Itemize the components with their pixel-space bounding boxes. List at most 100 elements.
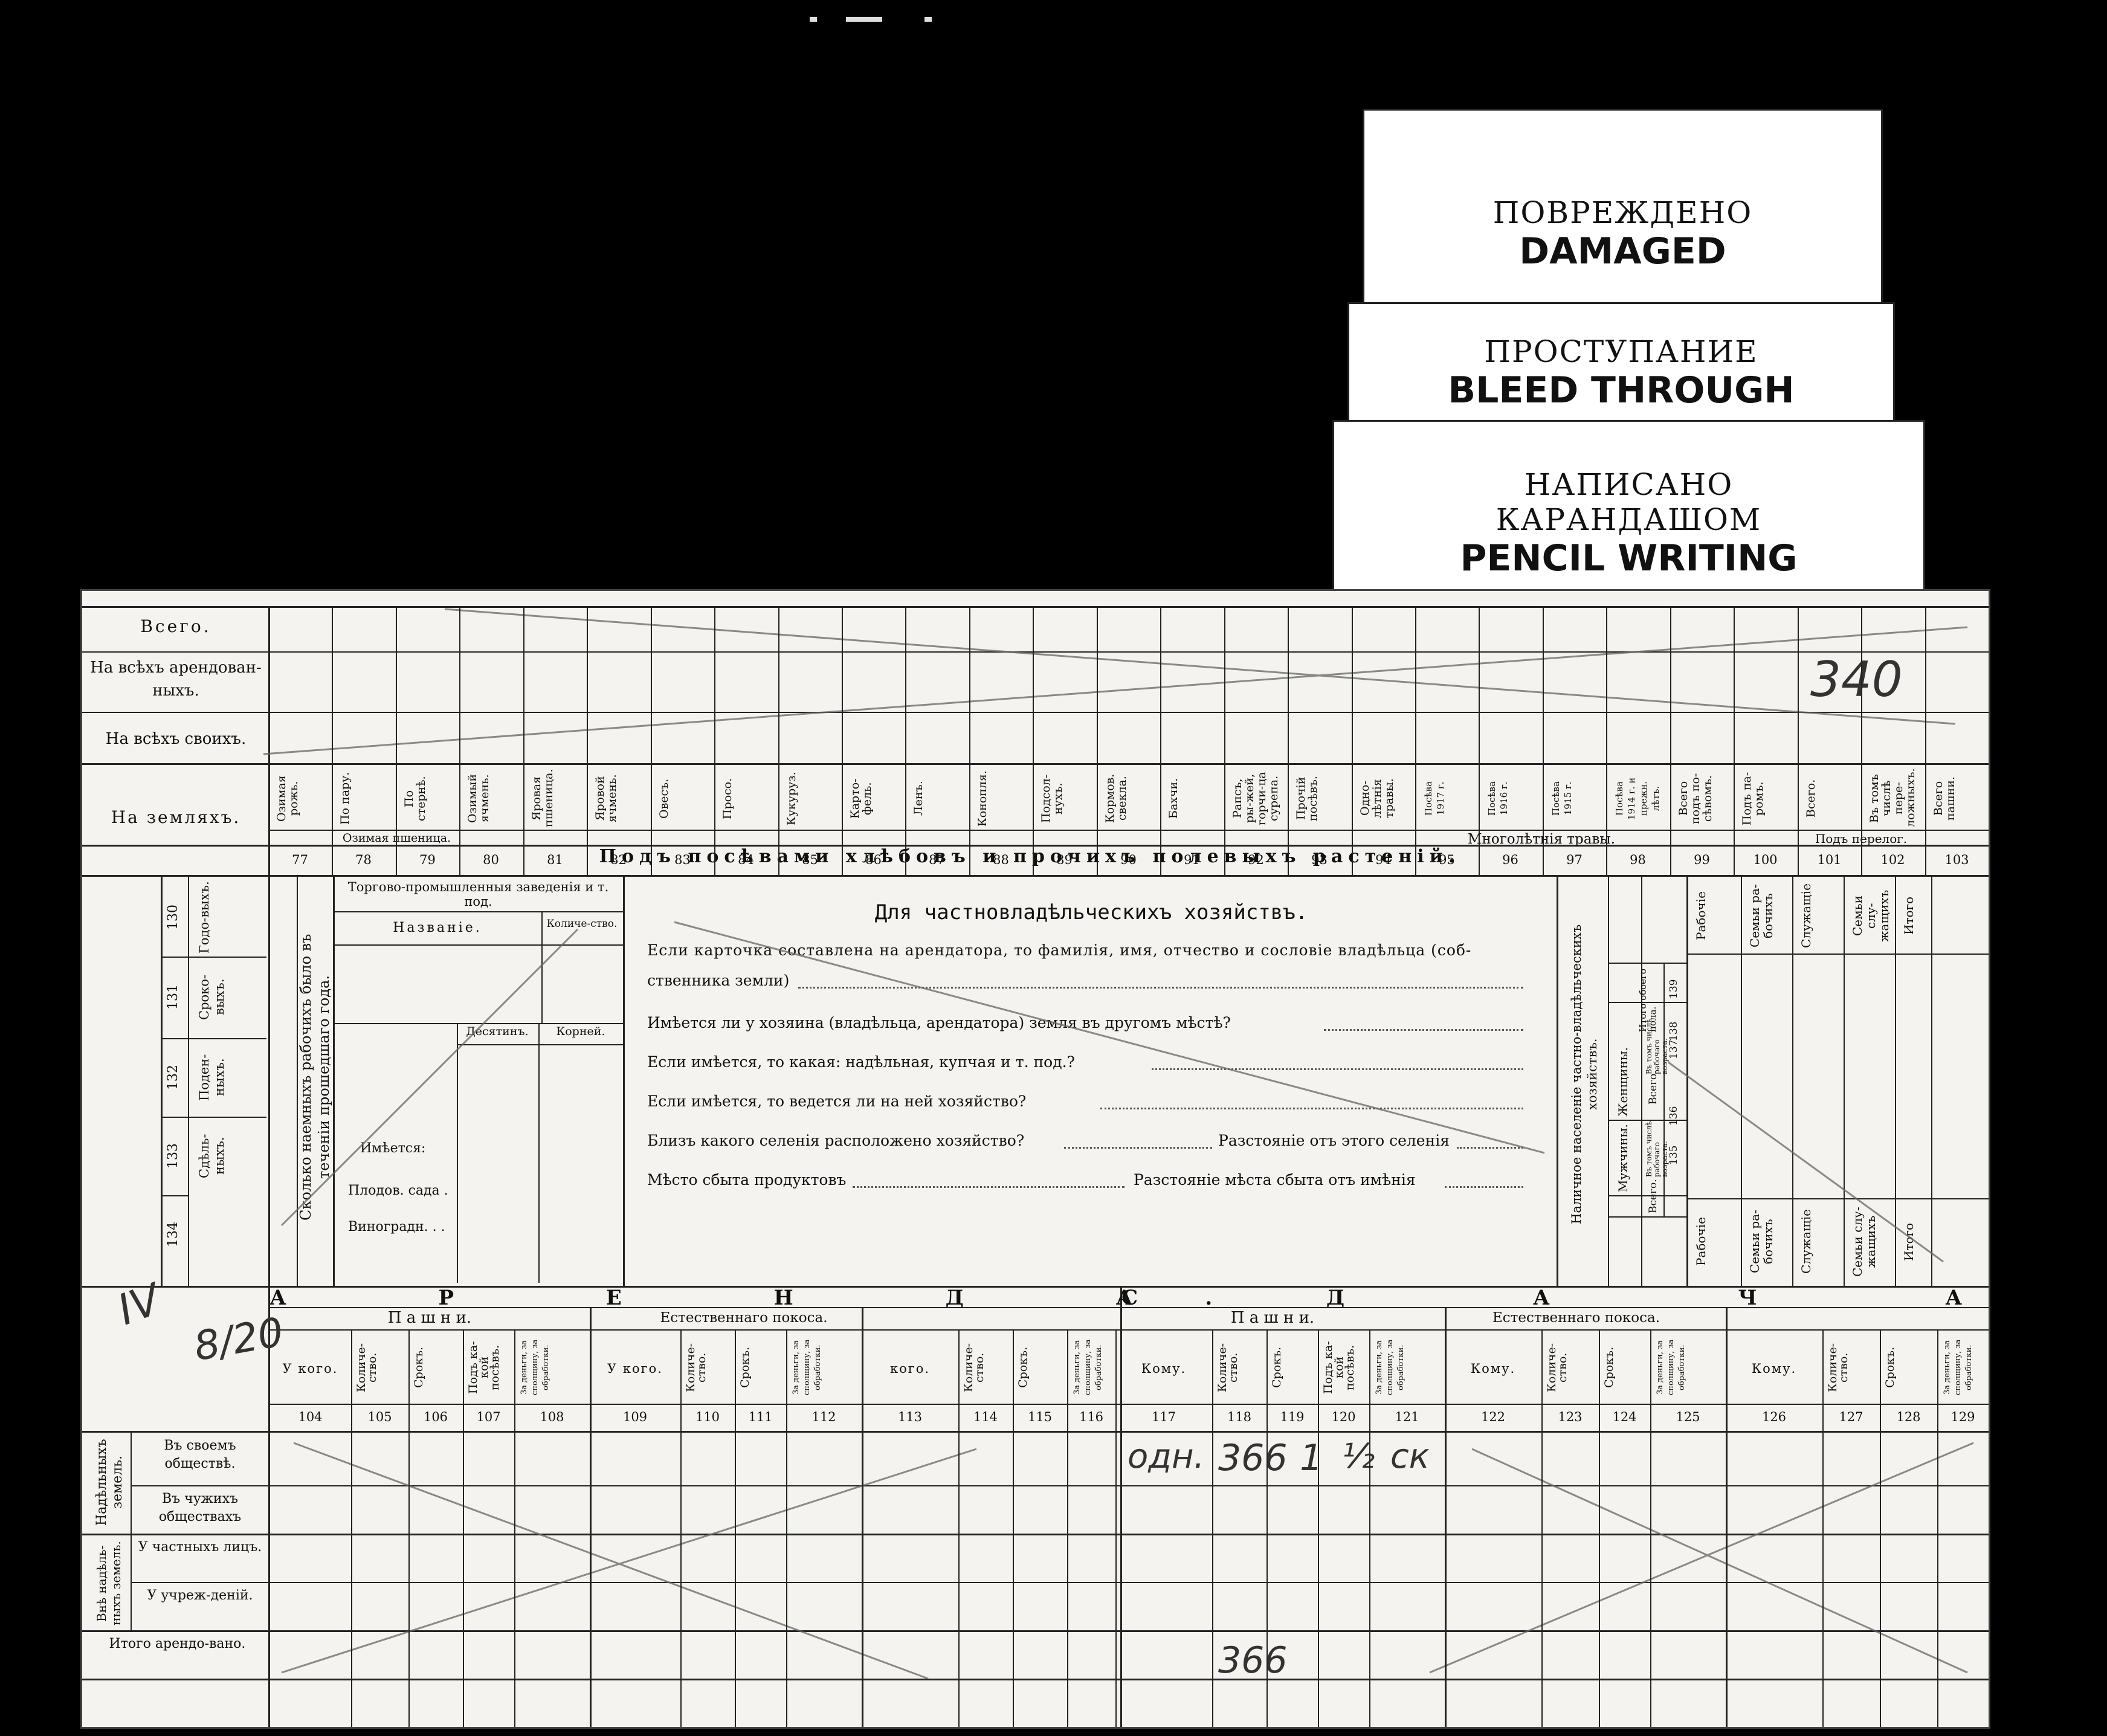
- question-3: Если имѣется, то какая: надѣльная, купча…: [647, 1053, 1075, 1071]
- crop-column-number: 86: [865, 853, 882, 867]
- question-5b: Разстояніе отъ этого селенія: [1218, 1132, 1450, 1149]
- crop-column-number: 101: [1817, 853, 1842, 867]
- pencil-writing-tag-ru2: КАРАНДАШОМ: [1496, 502, 1762, 537]
- answer-line-6b[interactable]: [1445, 1186, 1523, 1188]
- lease-column-number: 116: [1079, 1410, 1104, 1424]
- lease-column-rule: [1445, 1307, 1447, 1727]
- lease-column-number: 124: [1612, 1410, 1637, 1424]
- question-6: Мѣсто сбыта продуктовъ: [647, 1171, 847, 1189]
- question-4: Если имѣется, то ведется ли на ней хозяй…: [647, 1092, 1027, 1110]
- crop-column-rule: [1798, 606, 1799, 875]
- crop-column-rule: [1160, 606, 1161, 875]
- row-own-community: Въ своемъ обществѣ.: [164, 1438, 236, 1471]
- handwriting-terms: ск: [1390, 1437, 1430, 1476]
- lease-column-number: 123: [1558, 1410, 1583, 1424]
- crops-banner: Подъ посѣвами хлѣбовъ и прочихъ полевыхъ…: [599, 846, 1460, 867]
- pencil-strokes: [263, 608, 1974, 1680]
- lease-column-number: 105: [367, 1410, 392, 1424]
- crop-column-rule: [459, 606, 460, 875]
- answer-line-3[interactable]: [1152, 1068, 1523, 1070]
- crop-column-number: 95: [1439, 853, 1455, 867]
- crop-column-number: 78: [355, 853, 372, 867]
- lease-column-number: 119: [1280, 1410, 1305, 1424]
- answer-line-5b[interactable]: [1457, 1147, 1523, 1149]
- question-6b: Разстояніе мѣста сбыта отъ имѣнія: [1134, 1171, 1416, 1189]
- answer-line-2[interactable]: [1324, 1029, 1523, 1031]
- row-institutions: У учреж-деній.: [147, 1588, 253, 1603]
- lease-column-header: кого.: [889, 1361, 931, 1376]
- damaged-tag-ru: ПОВРЕЖДЕНО: [1492, 195, 1753, 230]
- arenda-pashni-label: П а ш н и.: [387, 1309, 472, 1327]
- lease-column-rule: [786, 1329, 787, 1727]
- perennial-grass-label: Многолѣтнія травы.: [1467, 831, 1616, 847]
- answer-line-6[interactable]: [853, 1186, 1124, 1188]
- crop-column-rule: [1670, 606, 1671, 875]
- crop-column-number: 79: [419, 853, 436, 867]
- census-form-sheet: Всего. На всѣхъ арендован- ныхъ. На всѣх…: [80, 589, 1990, 1729]
- crop-column-number: 94: [1375, 853, 1392, 867]
- lease-column-rule: [1822, 1329, 1824, 1727]
- handwriting-total: 366: [1218, 1639, 1288, 1682]
- lease-column-header: Кому.: [1141, 1361, 1187, 1376]
- crop-column-number: 87: [929, 853, 945, 867]
- crop-column-number: 84: [738, 853, 754, 867]
- lease-column-number: 125: [1676, 1410, 1700, 1424]
- crop-column-rule: [842, 606, 843, 875]
- crop-column-number: 91: [1184, 853, 1200, 867]
- lease-column-number: 113: [897, 1410, 923, 1424]
- bleed-through-tag-ru: ПРОСТУПАНИЕ: [1484, 334, 1758, 369]
- count-column-label: Количе-ство.: [546, 918, 618, 930]
- crop-column-number: 93: [1311, 853, 1328, 867]
- answer-line-4[interactable]: [1100, 1108, 1523, 1109]
- lease-column-number: 104: [298, 1410, 323, 1424]
- crop-column-rule: [905, 606, 906, 875]
- handwriting-whom: одн.: [1128, 1437, 1205, 1476]
- lease-column-rule: [1266, 1329, 1268, 1727]
- lease-column-rule: [463, 1329, 464, 1727]
- has-label: Имѣется:: [360, 1141, 426, 1156]
- crop-column-number: 97: [1566, 853, 1583, 867]
- question-1b: ственника земли): [647, 972, 790, 989]
- crop-column-number: 80: [483, 853, 499, 867]
- lease-column-rule: [735, 1329, 736, 1727]
- crop-column-number: 90: [1120, 853, 1137, 867]
- lease-column-number: 122: [1480, 1410, 1506, 1424]
- crop-column-number: 85: [802, 853, 818, 867]
- lease-column-header: У кого.: [607, 1361, 663, 1376]
- question-2: Имѣется ли у хозяина (владѣльца, арендат…: [647, 1014, 1231, 1031]
- lease-column-rule: [958, 1329, 960, 1727]
- lease-column-number: 108: [540, 1410, 564, 1424]
- fallow-label: Подъ перелог.: [1815, 831, 1908, 846]
- crop-column-number: 92: [1248, 853, 1264, 867]
- lease-column-rule: [862, 1307, 863, 1727]
- lease-column-number: 129: [1951, 1410, 1975, 1424]
- lease-column-rule: [1212, 1329, 1213, 1727]
- row-total-label: Всего.: [140, 616, 211, 636]
- row-lands-label: На земляхъ.: [111, 807, 241, 827]
- lease-column-rule: [1013, 1329, 1014, 1727]
- trade-establishments-label: Торгово-промышленныя заведенія и т. под.: [347, 880, 609, 909]
- row-private-persons: У частныхъ лицъ.: [138, 1540, 262, 1555]
- lease-column-rule: [1650, 1329, 1651, 1727]
- lease-column-rule: [351, 1329, 352, 1727]
- lease-column-rule: [1937, 1329, 1938, 1727]
- lease-column-number: 126: [1761, 1410, 1787, 1424]
- answer-line-5[interactable]: [1064, 1147, 1212, 1149]
- damaged-tag-en: DAMAGED: [1519, 230, 1726, 273]
- crop-column-number: 103: [1944, 853, 1969, 867]
- lease-column-rule: [1318, 1329, 1319, 1727]
- lease-column-number: 111: [748, 1410, 773, 1424]
- crop-column-rule: [1925, 606, 1926, 875]
- lease-column-number: 109: [622, 1410, 648, 1424]
- crop-column-number: 99: [1694, 853, 1710, 867]
- answer-line-1[interactable]: [798, 987, 1523, 989]
- desyatin-label: Десятинъ.: [466, 1025, 529, 1038]
- crop-column-rule: [651, 606, 652, 875]
- arenda-pokos-label: Естественнаго покоса.: [660, 1310, 828, 1326]
- bleed-through-tag-en: BLEED THROUGH: [1448, 369, 1795, 411]
- crop-column-number: 83: [674, 853, 691, 867]
- korney-label: Корней.: [556, 1025, 605, 1038]
- gardens-label: Плодов. сада .: [348, 1183, 448, 1198]
- sdacha-banner: С Д А Ч А.: [1121, 1286, 1989, 1310]
- crop-column-number: 77: [292, 853, 308, 867]
